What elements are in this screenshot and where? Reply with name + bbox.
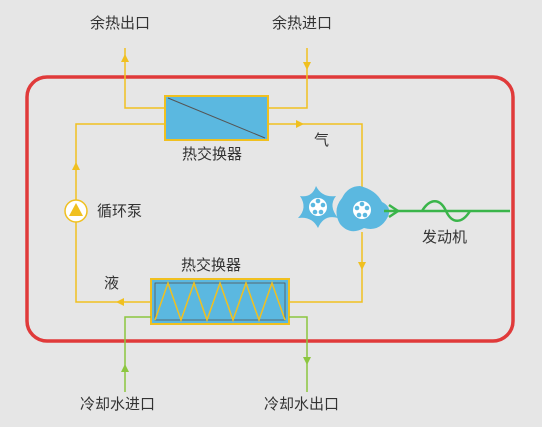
label-waste-heat-inlet: 余热进口 (272, 14, 333, 32)
label-cooling-water-inlet: 冷却水进口 (80, 395, 156, 413)
pump-discharge-arrow (72, 162, 80, 170)
cooling-water-inlet-pipe (124, 316, 151, 392)
wave-coupling-icon (384, 200, 510, 222)
star-turbine-icon (298, 186, 390, 232)
label-cooling-water-outlet: 冷却水出口 (264, 395, 340, 413)
waste-heat-outlet-arrow (121, 54, 129, 62)
label-engine: 发动机 (422, 228, 468, 246)
waste-heat-outlet-pipe (124, 48, 165, 109)
exhaust-arrow (358, 262, 366, 270)
label-waste-heat-outlet: 余热出口 (90, 14, 151, 32)
heat-exchanger-top (164, 95, 269, 141)
heat-exchanger-bottom (150, 278, 290, 325)
label-pump: 循环泵 (97, 202, 143, 220)
cooling-water-outlet-pipe (289, 316, 308, 392)
system-boundary (25, 75, 515, 343)
condensate-arrow (116, 298, 124, 306)
triangle-pump-icon (64, 199, 88, 223)
vapor-arrow (296, 120, 304, 128)
label-liquid: 液 (104, 274, 120, 292)
waste-heat-inlet-arrow (303, 62, 311, 70)
label-heat-exchanger-bottom: 热交换器 (181, 256, 242, 274)
turbine-exhaust-line (289, 232, 363, 303)
label-gas: 气 (314, 131, 330, 149)
cooling-water-outlet-arrow (303, 357, 311, 365)
cooling-water-inlet-arrow (121, 364, 129, 372)
label-heat-exchanger-top: 热交换器 (182, 145, 243, 163)
